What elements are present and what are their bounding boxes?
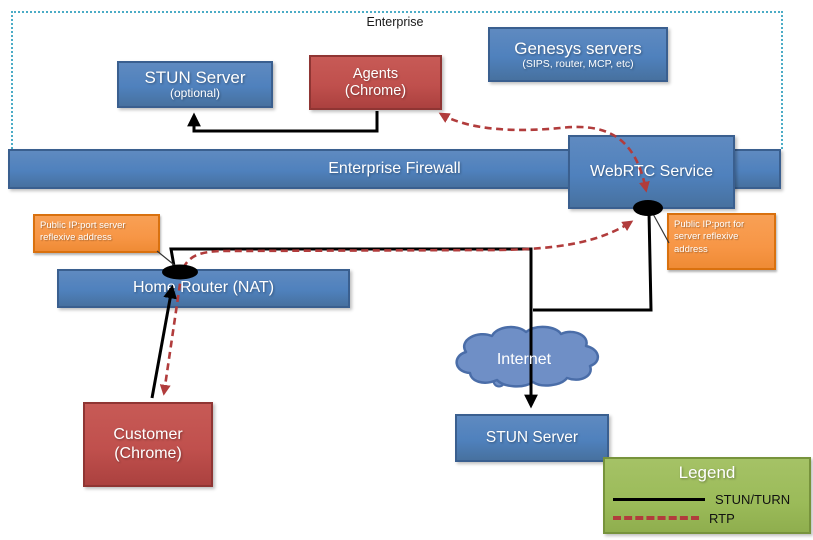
callout-webrtc-note: Public IP:port for server reflexive addr… xyxy=(667,213,776,270)
stun-server-internal-title: STUN Server xyxy=(144,67,246,87)
legend-item-rtp: RTP xyxy=(613,512,801,525)
stun-server-public-box: STUN Server xyxy=(455,414,609,462)
rtp-line-sample xyxy=(613,516,699,521)
legend-title: Legend xyxy=(678,463,736,482)
genesys-servers-subtitle: (SIPS, router, MCP, etc) xyxy=(522,58,634,71)
stun-server-internal-box: STUN Server (optional) xyxy=(117,61,273,108)
enterprise-boundary xyxy=(11,11,783,149)
stun-turn-label: STUN/TURN xyxy=(715,491,791,507)
home-router-box: Home Router (NAT) xyxy=(57,269,350,308)
agents-title: Agents xyxy=(352,65,399,82)
home-router-label: Home Router (NAT) xyxy=(132,279,275,297)
agents-box: Agents (Chrome) xyxy=(309,55,442,110)
internet-cloud-puff xyxy=(492,374,506,388)
rtp-label: RTP xyxy=(709,510,735,526)
enterprise-firewall-label: Enterprise Firewall xyxy=(328,159,461,177)
enterprise-label: Enterprise xyxy=(366,15,424,29)
callout-home-router-note: Public IP:port server reflexive address xyxy=(33,214,160,253)
legend: Legend STUN/TURN RTP xyxy=(603,457,811,534)
customer-title: Customer xyxy=(113,426,183,444)
stun-turn-line-sample xyxy=(613,497,705,501)
callout-webrtc-text: Public IP:port for server reflexive addr… xyxy=(674,219,745,255)
agents-subtitle: (Chrome) xyxy=(344,82,407,99)
stun-server-internal-subtitle: (optional) xyxy=(169,86,221,101)
genesys-servers-title: Genesys servers xyxy=(514,38,642,58)
customer-box: Customer (Chrome) xyxy=(83,402,213,487)
stun-server-public-label: STUN Server xyxy=(485,429,579,447)
internet-label: Internet xyxy=(497,351,552,368)
customer-subtitle: (Chrome) xyxy=(114,444,182,462)
callout-pointer-left xyxy=(156,250,179,269)
internet-cloud xyxy=(455,325,599,388)
webrtc-service-label: WebRTC Service xyxy=(590,162,713,180)
genesys-servers-box: Genesys servers (SIPS, router, MCP, etc) xyxy=(488,27,668,82)
callout-home-router-text: Public IP:port server reflexive address xyxy=(40,220,126,244)
legend-item-stun-turn: STUN/TURN xyxy=(613,493,801,506)
webrtc-service-box: WebRTC Service xyxy=(568,135,735,209)
webrtc-branch-line xyxy=(533,211,653,312)
